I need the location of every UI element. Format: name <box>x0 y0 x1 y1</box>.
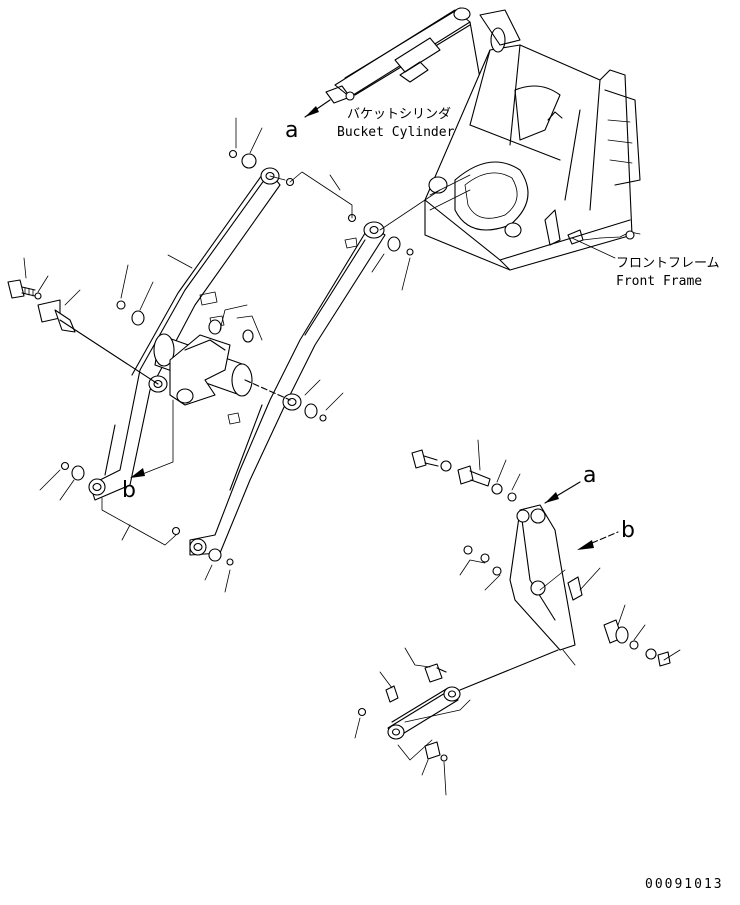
view-marker-b-left: b <box>122 478 136 503</box>
lift-arm-leaders <box>23 117 411 593</box>
front-frame-label-en: Front Frame <box>616 274 702 289</box>
bucket-cylinder-callout: バケットシリンダ Bucket Cylinder <box>337 107 455 140</box>
bucket-cylinder-label-en: Bucket Cylinder <box>337 125 455 140</box>
view-marker-a-detail: a <box>583 463 596 488</box>
view-arrow-b-left: b <box>122 468 145 503</box>
front-frame-label-jp: フロントフレーム <box>616 256 720 271</box>
front-frame <box>424 9 641 271</box>
bell-crank-detail <box>411 439 681 667</box>
lift-arm <box>88 167 386 556</box>
view-marker-b-detail: b <box>621 518 635 543</box>
bucket-cylinder <box>325 7 506 221</box>
front-frame-callout: フロントフレーム Front Frame <box>571 237 720 289</box>
drawing-code: 00091013 <box>645 877 724 892</box>
lift-arm-hardware <box>7 149 441 566</box>
view-arrow-a-top: a <box>285 99 331 143</box>
view-arrow-b-detail: b <box>577 518 635 550</box>
view-arrow-a-detail: a <box>544 463 596 504</box>
link-rod <box>354 647 559 796</box>
view-marker-a-top: a <box>285 118 298 143</box>
bucket-cylinder-label-jp: バケットシリンダ <box>347 107 451 122</box>
